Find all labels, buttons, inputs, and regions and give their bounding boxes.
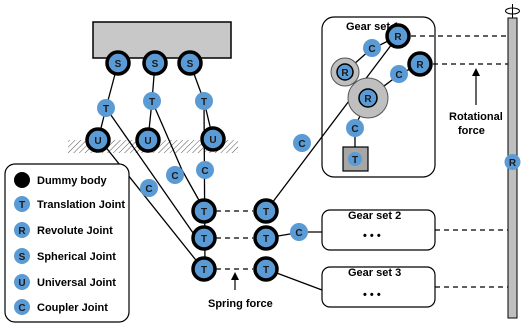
coupler-joint: C bbox=[346, 119, 364, 137]
gear-set-1-label: Gear set 1 bbox=[346, 21, 399, 33]
translation-joint: T bbox=[191, 198, 217, 224]
svg-text:T: T bbox=[352, 155, 358, 166]
universal-joint: U bbox=[85, 127, 111, 153]
translation-joint: T bbox=[253, 198, 279, 224]
svg-text:U: U bbox=[94, 136, 101, 147]
svg-text:T: T bbox=[201, 265, 207, 276]
svg-text:R: R bbox=[341, 68, 349, 79]
gear-set-2-ellipsis: • • • bbox=[363, 230, 381, 242]
legend-item-universal-joint: U Universal Joint bbox=[14, 274, 116, 290]
spherical-joint: S bbox=[105, 50, 131, 76]
svg-text:U: U bbox=[144, 136, 151, 147]
legend-label: Revolute Joint bbox=[37, 225, 113, 237]
coupler-joint: C bbox=[293, 134, 311, 152]
legend-item-revolute-joint: R Revolute Joint bbox=[14, 222, 113, 238]
svg-text:C: C bbox=[295, 228, 302, 239]
gear-set-3-label: Gear set 3 bbox=[348, 267, 401, 279]
svg-text:T: T bbox=[201, 97, 207, 108]
svg-text:T: T bbox=[19, 200, 25, 211]
coupler-joint: C bbox=[196, 161, 214, 179]
svg-text:T: T bbox=[263, 207, 269, 218]
svg-text:T: T bbox=[263, 265, 269, 276]
gear-set-3-ellipsis: • • • bbox=[363, 289, 381, 301]
coupler-joint: C bbox=[166, 166, 184, 184]
translation-joint: T bbox=[253, 256, 279, 282]
svg-text:C: C bbox=[145, 184, 152, 195]
universal-joint: U bbox=[200, 126, 226, 152]
coupler-joint: C bbox=[140, 179, 158, 197]
legend-box bbox=[4, 163, 130, 323]
legend-item-translation-joint: T Translation Joint bbox=[14, 196, 125, 212]
revolute-joint: R bbox=[504, 154, 521, 170]
svg-text:R: R bbox=[18, 226, 26, 237]
translation-joint: T bbox=[191, 225, 217, 251]
legend-label: Spherical Joint bbox=[37, 251, 116, 263]
gear-set-2-label: Gear set 2 bbox=[348, 210, 401, 222]
rotational-force-arrowhead bbox=[472, 68, 480, 76]
svg-text:U: U bbox=[209, 135, 216, 146]
svg-text:R: R bbox=[394, 32, 402, 43]
spring-force-label: Spring force bbox=[208, 298, 273, 310]
svg-text:U: U bbox=[18, 278, 25, 289]
svg-text:S: S bbox=[187, 59, 194, 70]
svg-text:R: R bbox=[509, 158, 517, 169]
revolute-joint: R bbox=[336, 63, 354, 81]
revolute-joint: R bbox=[385, 23, 411, 49]
svg-text:C: C bbox=[395, 70, 402, 81]
shaft-dashed-lines bbox=[216, 35, 508, 288]
legend-item-dummy-body: Dummy body bbox=[14, 172, 108, 188]
universal-joint: U bbox=[135, 127, 161, 153]
translation-joint: T bbox=[253, 225, 279, 251]
translation-joint: T bbox=[143, 92, 161, 110]
coupler-joint: C bbox=[363, 39, 381, 57]
svg-text:C: C bbox=[351, 124, 358, 135]
revolute-joint: R bbox=[407, 51, 433, 77]
translation-joint: T bbox=[191, 256, 217, 282]
spring-force-arrowhead bbox=[231, 272, 239, 280]
translation-joint: T bbox=[348, 152, 362, 166]
svg-text:R: R bbox=[416, 60, 424, 71]
svg-text:T: T bbox=[201, 207, 207, 218]
svg-text:C: C bbox=[201, 166, 208, 177]
svg-text:C: C bbox=[368, 44, 375, 55]
legend-label: Coupler Joint bbox=[37, 302, 108, 314]
spherical-joint: S bbox=[142, 50, 168, 76]
legend: Dummy body T Translation Joint R Revolut… bbox=[4, 163, 130, 323]
svg-text:T: T bbox=[103, 104, 109, 115]
spherical-joint: S bbox=[177, 50, 203, 76]
legend-label: Universal Joint bbox=[37, 277, 116, 289]
legend-label: Translation Joint bbox=[37, 199, 125, 211]
translation-joint: T bbox=[97, 99, 115, 117]
svg-text:T: T bbox=[201, 234, 207, 245]
svg-text:T: T bbox=[149, 97, 155, 108]
svg-text:S: S bbox=[152, 59, 159, 70]
coupler-joint: C bbox=[290, 223, 308, 241]
rotational-force-label-1: Rotational bbox=[449, 111, 503, 123]
svg-text:R: R bbox=[364, 94, 372, 105]
svg-text:C: C bbox=[171, 171, 178, 182]
revolute-joint: R bbox=[358, 88, 378, 108]
legend-item-spherical-joint: S Spherical Joint bbox=[14, 248, 116, 264]
legend-item-coupler-joint: C Coupler Joint bbox=[14, 299, 108, 315]
svg-text:T: T bbox=[263, 234, 269, 245]
translation-joint: T bbox=[195, 92, 213, 110]
svg-text:C: C bbox=[298, 139, 305, 150]
rotational-force-label-2: force bbox=[458, 125, 485, 137]
coupler-joint: C bbox=[390, 65, 408, 83]
svg-text:S: S bbox=[115, 59, 122, 70]
legend-label: Dummy body bbox=[37, 175, 108, 187]
svg-text:C: C bbox=[18, 303, 25, 314]
svg-text:S: S bbox=[19, 252, 26, 263]
